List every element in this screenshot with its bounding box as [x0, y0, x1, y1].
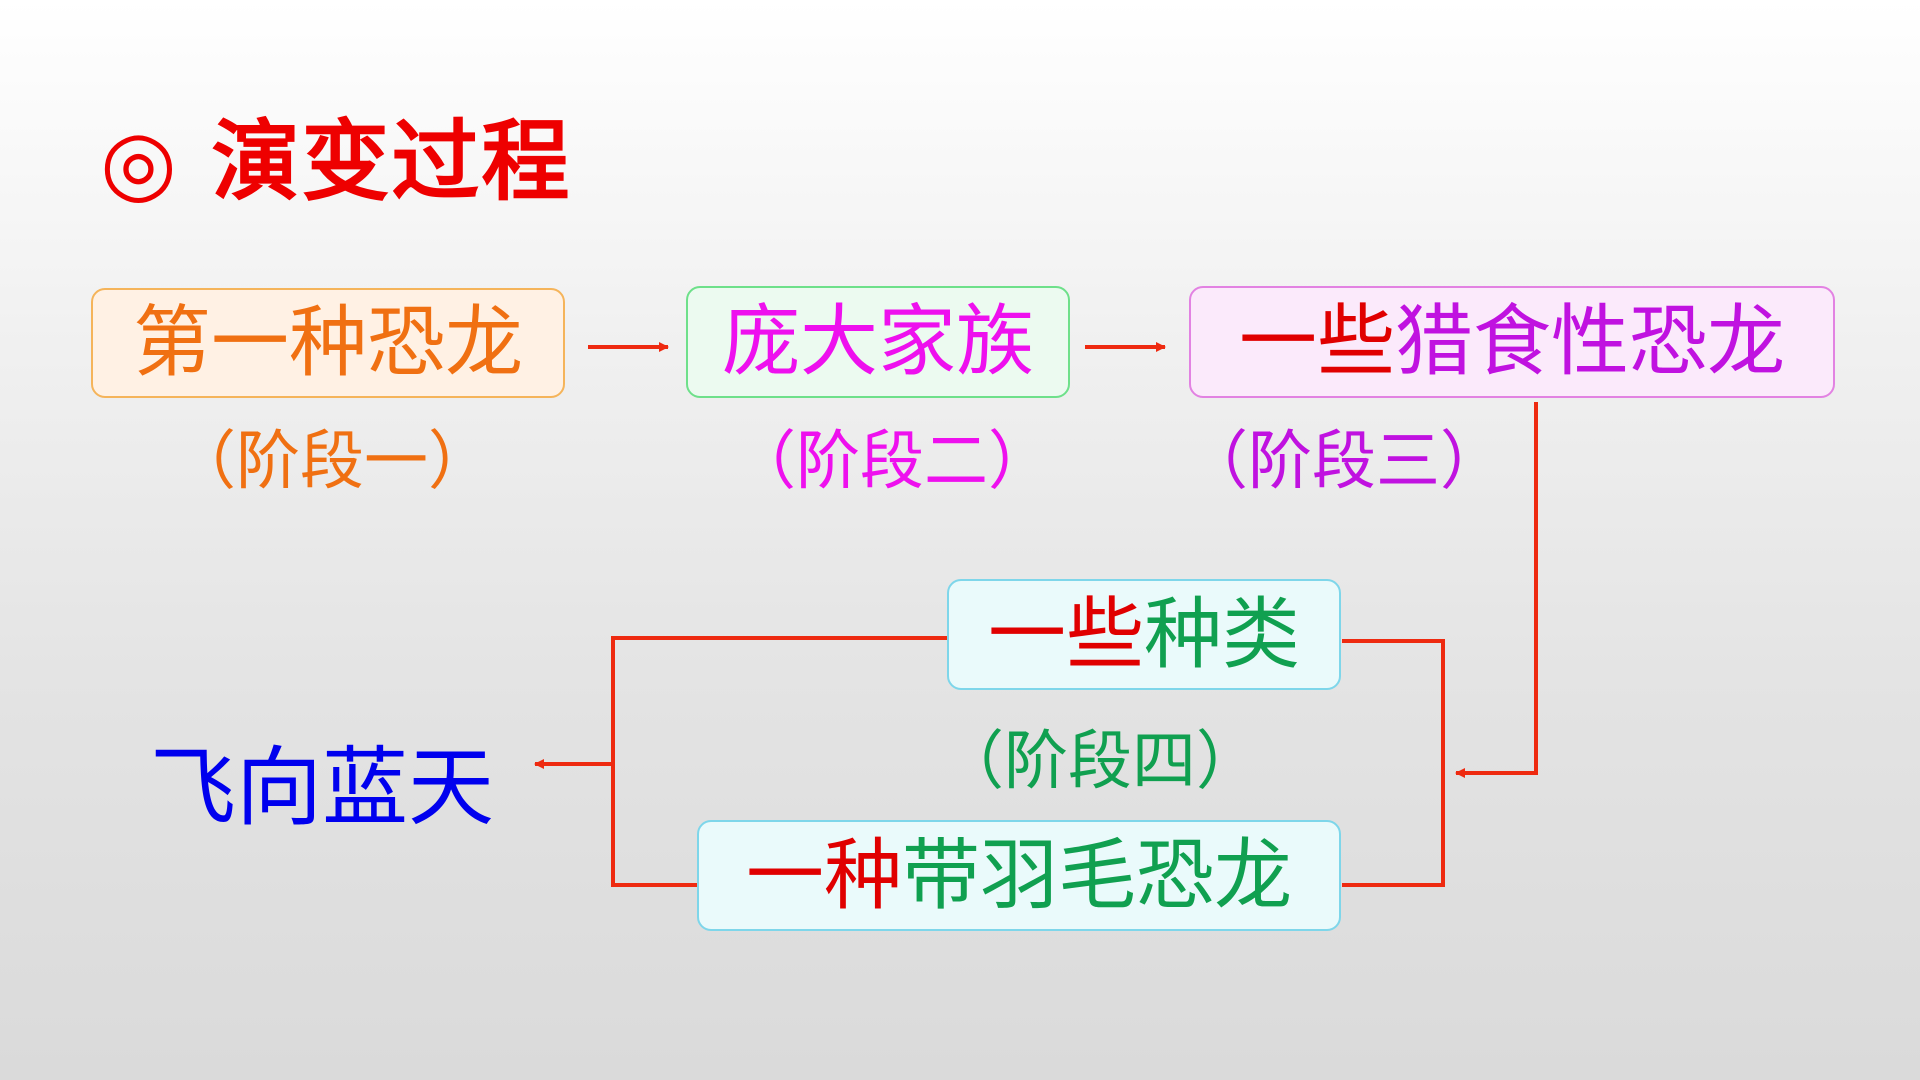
stage-2-label: （阶段二） — [732, 425, 1052, 499]
bracket-left — [611, 636, 947, 887]
stage-3-label: （阶段三） — [1184, 425, 1504, 499]
stage-4-bottom-emphasis: 一种 — [745, 830, 902, 921]
stage-4-bottom-box: 一种带羽毛恐龙 — [697, 820, 1341, 931]
stage-4-top-emphasis: 一些 — [987, 589, 1144, 680]
stage-4-top-text: 种类 — [1144, 589, 1301, 680]
bracket-right — [1342, 639, 1445, 887]
stage-1-text: 第一种恐龙 — [132, 298, 523, 388]
stage-3-box: 一些猎食性恐龙 — [1189, 286, 1835, 398]
stage-3-text-emphasis: 一些 — [1238, 297, 1395, 387]
result-text: 飞向蓝天 — [150, 738, 494, 838]
stage-4-label: （阶段四） — [940, 725, 1260, 799]
stage-1-box: 第一种恐龙 — [91, 288, 565, 398]
page-title: ◎ 演变过程 — [100, 110, 572, 213]
stage-3-text: 猎食性恐龙 — [1395, 297, 1786, 387]
stage-2-box: 庞大家族 — [686, 286, 1070, 398]
arrow-s3-to-s4 — [1455, 402, 1538, 778]
stage-4-bottom-text: 带羽毛恐龙 — [902, 830, 1293, 921]
stage-1-label: （阶段一） — [172, 425, 492, 499]
stage-4-top-box: 一些种类 — [947, 579, 1341, 690]
stage-2-text: 庞大家族 — [721, 297, 1034, 387]
